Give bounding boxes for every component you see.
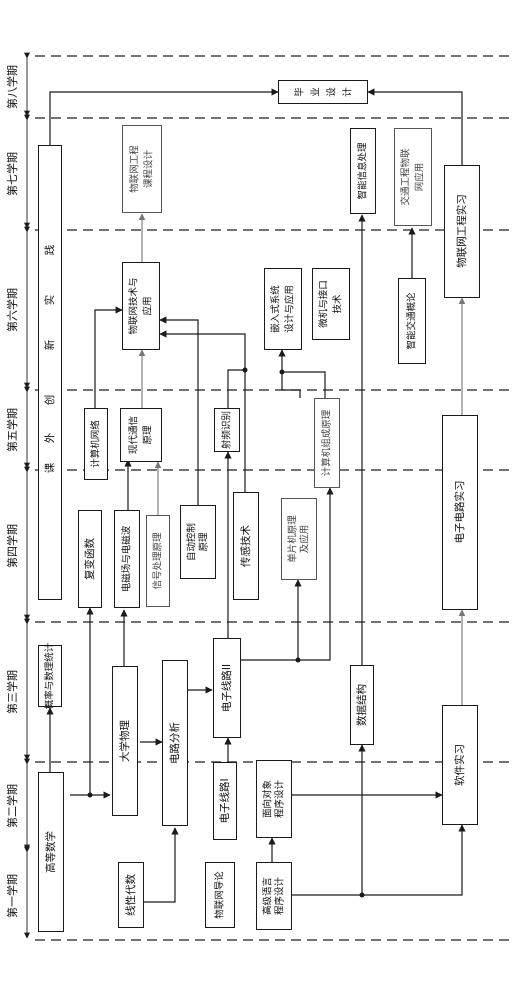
course-probability <box>38 645 62 707</box>
course-iot-project-design-label-1: 物联网工程 <box>129 145 141 193</box>
semester-label-5: 第五学期 <box>6 408 19 452</box>
course-circuit-analysis <box>162 660 188 826</box>
course-electronic-circuits-1 <box>213 762 237 840</box>
course-computer-organization-label: 计算机组成原理 <box>321 409 333 477</box>
course-signal-processing-label: 信号处理原理 <box>152 532 164 590</box>
course-computer-networks-label: 计算机网络 <box>90 420 102 468</box>
course-modern-communication <box>120 408 162 462</box>
course-iot-project-design-label-2: 课程设计 <box>143 149 155 189</box>
course-college-physics <box>112 666 138 816</box>
semester-label-3: 第三学期 <box>6 670 19 714</box>
course-mcu-label-2: 及应用 <box>299 524 311 554</box>
course-embedded-systems-label-2: 设计与应用 <box>284 285 296 333</box>
course-graduation-project-char: 计 <box>342 87 354 97</box>
course-circuit-practice-label: 电子电路实习 <box>454 480 466 544</box>
extracurricular-char: 课 <box>44 462 56 474</box>
course-electronic-circuits-2-label: 电子线路II <box>221 663 233 713</box>
course-linear-algebra-label: 线性代数 <box>125 874 137 916</box>
course-intelligent-info-processing <box>350 128 376 214</box>
extracurricular-char: 创 <box>44 394 56 406</box>
course-automatic-control <box>180 505 216 579</box>
course-traffic-iot-label-1: 交通工程物联 <box>400 148 412 206</box>
course-graduation-project <box>278 80 368 104</box>
course-microcomputer-interface <box>312 268 350 340</box>
course-iot-technology <box>122 262 160 350</box>
course-computer-networks <box>84 408 108 480</box>
course-modern-communication-label-1: 现代通信 <box>128 415 140 455</box>
course-electromagnetic-label: 电磁场与电磁波 <box>121 525 133 593</box>
semester-label-7: 第七学期 <box>6 152 19 196</box>
course-circuit-analysis-label: 电路分析 <box>169 722 181 764</box>
course-advanced-math <box>38 772 64 932</box>
course-microcomputer-interface-label-1: 微机与接口 <box>318 280 330 328</box>
semester-label-6: 第六学期 <box>6 288 19 332</box>
course-intelligent-info-processing-label: 智能信息处理 <box>357 142 369 200</box>
course-software-practice <box>442 705 478 825</box>
course-computer-organization <box>314 398 340 488</box>
course-embedded-systems <box>264 268 302 350</box>
course-graduation-project-char: 业 <box>310 87 322 97</box>
extracurricular-char: 践 <box>44 244 56 256</box>
course-software-practice-label: 软件实习 <box>454 744 466 786</box>
course-iot-engineering-practice <box>444 165 480 298</box>
course-complex-functions-label: 复变函数 <box>84 538 96 580</box>
course-traffic-iot-label-2: 网应用 <box>414 162 426 192</box>
course-automatic-control-label-1: 自动控制 <box>186 522 198 562</box>
semester-label-4: 第四学期 <box>6 524 19 568</box>
semester-label-8: 第八学期 <box>6 65 19 109</box>
course-iot-intro <box>205 862 235 928</box>
course-complex-functions <box>78 510 102 608</box>
course-college-physics-label: 大学物理 <box>119 720 131 762</box>
course-probability-label: 概率与数理统计 <box>44 642 56 710</box>
course-electromagnetic <box>114 510 140 608</box>
course-traffic-iot <box>394 128 432 226</box>
extracurricular-char: 实 <box>44 294 56 306</box>
course-modern-communication-label-2: 原理 <box>142 425 154 445</box>
course-programming-label-2: 程序设计 <box>274 876 286 916</box>
course-rfid-label: 射频识别 <box>221 410 233 450</box>
course-circuit-practice <box>442 415 478 610</box>
course-embedded-systems-label-1: 嵌入式系统 <box>270 285 282 333</box>
course-oop-label-1: 面向对象 <box>262 779 274 819</box>
course-iot-project-design <box>122 125 162 213</box>
course-electronic-circuits-1-label: 电子线路I <box>219 778 231 824</box>
course-oop <box>256 760 292 838</box>
semester-label-2: 第二学期 <box>6 784 19 828</box>
extracurricular-char: 新 <box>44 339 56 351</box>
course-microcomputer-interface-label-2: 技术 <box>332 294 344 314</box>
course-data-structures <box>350 665 374 745</box>
course-mcu-label-1: 单片机原理 <box>287 515 299 563</box>
course-automatic-control-label-2: 原理 <box>198 532 210 552</box>
course-mcu <box>281 498 317 580</box>
course-intelligent-transport <box>398 278 426 364</box>
course-iot-engineering-practice-label: 物联网工程实习 <box>456 194 468 268</box>
course-signal-processing <box>146 515 170 607</box>
course-iot-technology-label-2: 应用 <box>142 296 154 316</box>
course-programming <box>256 862 292 930</box>
course-graduation-project-char: 毕 <box>294 87 306 97</box>
semester-label-1: 第一学期 <box>6 874 19 918</box>
course-linear-algebra <box>118 862 144 928</box>
course-graduation-project-char: 设 <box>326 87 338 97</box>
course-intelligent-transport-label: 智能交通概论 <box>406 292 418 350</box>
course-iot-technology-label-1: 物联网技术与 <box>128 277 140 335</box>
course-data-structures-label: 数据结构 <box>356 684 368 726</box>
extracurricular-practice-box <box>38 145 62 600</box>
course-electronic-circuits-2 <box>213 638 241 738</box>
course-sensing-tech-label: 传感技术 <box>240 525 252 567</box>
course-iot-intro-label: 物联网导论 <box>214 871 226 919</box>
course-oop-label-2: 程序设计 <box>274 779 286 819</box>
course-advanced-math-label: 高等数学 <box>45 831 57 873</box>
course-programming-label-1: 高级语言 <box>262 876 274 916</box>
course-sensing-tech <box>233 492 259 600</box>
extracurricular-char: 外 <box>44 432 56 444</box>
course-rfid <box>214 408 240 452</box>
